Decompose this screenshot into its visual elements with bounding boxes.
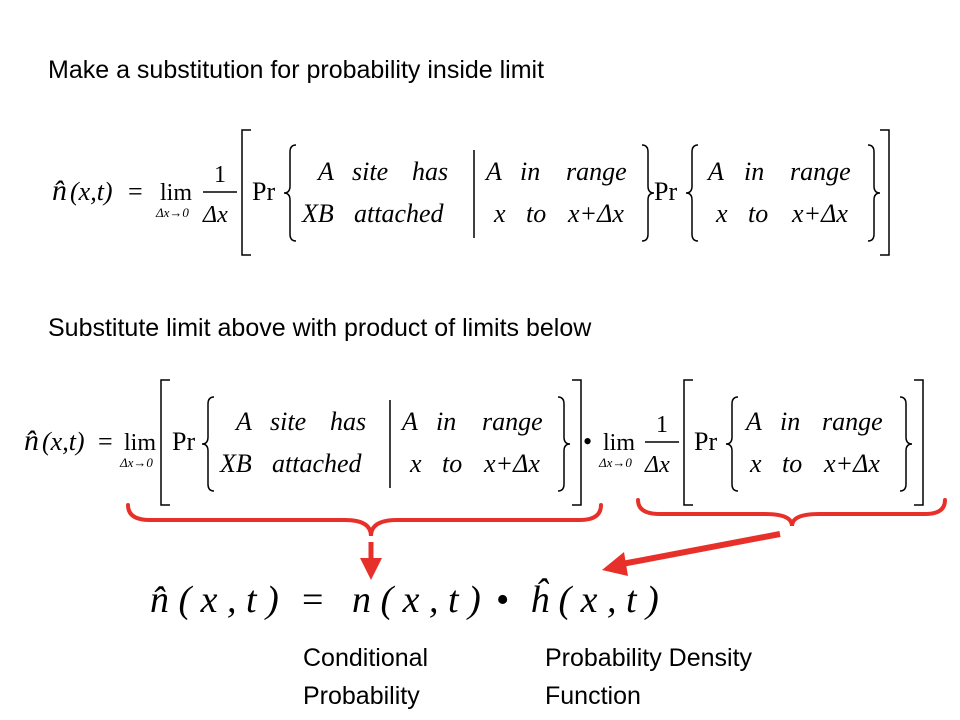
word-x: x: [749, 449, 762, 478]
lim-subscript: Δx→0: [155, 205, 189, 220]
arrow-conditional-head: [360, 558, 382, 580]
word-x-plus-dx: x+Δx: [791, 199, 848, 228]
annotations: [126, 498, 947, 580]
word-a: A: [316, 157, 334, 186]
final-n-term: n ( x , t ): [352, 579, 481, 621]
final-equation: n̂ ( x , t ) = n ( x , t ) • ĥ ( x , t …: [150, 578, 659, 621]
word-range: range: [482, 407, 543, 436]
step1-caption: Make a substitution for probability insi…: [48, 56, 545, 84]
word-x: x: [409, 449, 422, 478]
right-square-bracket: [914, 379, 924, 506]
equation-2: n̂ (x,t) = lim Δx→0 Pr A site has XB att…: [24, 379, 924, 506]
pr-operator: Pr: [694, 427, 717, 456]
left-brace: [685, 144, 699, 242]
step2-caption: Substitute limit above with product of l…: [48, 314, 592, 342]
right-square-bracket: [572, 379, 582, 506]
word-in: in: [744, 157, 764, 186]
left-square-bracket: [683, 379, 693, 506]
pr-operator: Pr: [172, 427, 195, 456]
label-probability: Probability: [303, 682, 420, 710]
left-brace: [201, 396, 215, 492]
word-to: to: [526, 199, 546, 228]
args-xt: (x,t): [42, 427, 85, 456]
word-range: range: [790, 157, 851, 186]
lim-subscript: Δx→0: [598, 455, 632, 470]
word-xb: XB: [219, 449, 252, 478]
label-conditional: Conditional: [303, 644, 429, 672]
n-hat-symbol: n̂: [52, 174, 67, 207]
word-in: in: [780, 407, 800, 436]
lim-operator: lim: [160, 180, 192, 206]
final-equals: =: [302, 579, 323, 621]
final-product-dot: •: [496, 579, 509, 621]
word-x-plus-dx: x+Δx: [567, 199, 624, 228]
equals-sign: =: [98, 427, 113, 456]
word-range: range: [822, 407, 883, 436]
n-hat-symbol: n̂: [24, 424, 39, 457]
right-brace: [557, 396, 571, 492]
arrow-density-shaft: [621, 531, 781, 567]
word-x-plus-dx: x+Δx: [823, 449, 880, 478]
fraction-denominator: Δx: [644, 452, 670, 478]
underbrace-density: [636, 498, 947, 527]
word-a: A: [400, 407, 418, 436]
final-h-hat-term: ĥ ( x , t ): [530, 578, 659, 621]
word-x: x: [493, 199, 506, 228]
label-density-line2: Function: [545, 682, 641, 710]
left-brace: [283, 144, 297, 242]
word-in: in: [436, 407, 456, 436]
left-brace: [725, 396, 739, 492]
final-lhs: n̂ ( x , t ): [150, 579, 279, 621]
left-square-bracket: [241, 129, 251, 256]
args-xt: (x,t): [70, 177, 113, 206]
right-brace: [899, 396, 913, 492]
word-range: range: [566, 157, 627, 186]
word-a: A: [484, 157, 502, 186]
word-attached: attached: [354, 199, 445, 228]
fraction-numerator: 1: [214, 162, 226, 188]
arrow-density-head: [602, 552, 628, 576]
word-xb: XB: [301, 199, 334, 228]
word-site: site: [352, 157, 388, 186]
word-a: A: [744, 407, 762, 436]
word-to: to: [442, 449, 462, 478]
product-dot: •: [583, 427, 592, 456]
fraction-denominator: Δx: [202, 202, 228, 228]
fraction-numerator: 1: [656, 412, 668, 438]
word-x-plus-dx: x+Δx: [483, 449, 540, 478]
word-in: in: [520, 157, 540, 186]
lim-operator: lim: [603, 430, 635, 456]
word-has: has: [412, 157, 448, 186]
equation-1: n̂ (x,t) = lim Δx→0 1 Δx Pr A site has X…: [52, 129, 890, 256]
right-brace: [641, 144, 655, 242]
word-attached: attached: [272, 449, 363, 478]
word-to: to: [782, 449, 802, 478]
underbrace-conditional: [126, 503, 603, 537]
word-a: A: [234, 407, 252, 436]
word-x: x: [715, 199, 728, 228]
pr-operator: Pr: [252, 177, 275, 206]
word-site: site: [270, 407, 306, 436]
word-has: has: [330, 407, 366, 436]
lim-operator: lim: [124, 430, 156, 456]
pr-operator: Pr: [654, 177, 677, 206]
label-density-line1: Probability Density: [545, 644, 753, 672]
right-brace: [867, 144, 881, 242]
equals-sign: =: [128, 177, 143, 206]
word-a: A: [706, 157, 724, 186]
left-square-bracket: [160, 379, 170, 506]
lim-subscript: Δx→0: [119, 455, 153, 470]
word-to: to: [748, 199, 768, 228]
right-square-bracket: [880, 129, 890, 256]
